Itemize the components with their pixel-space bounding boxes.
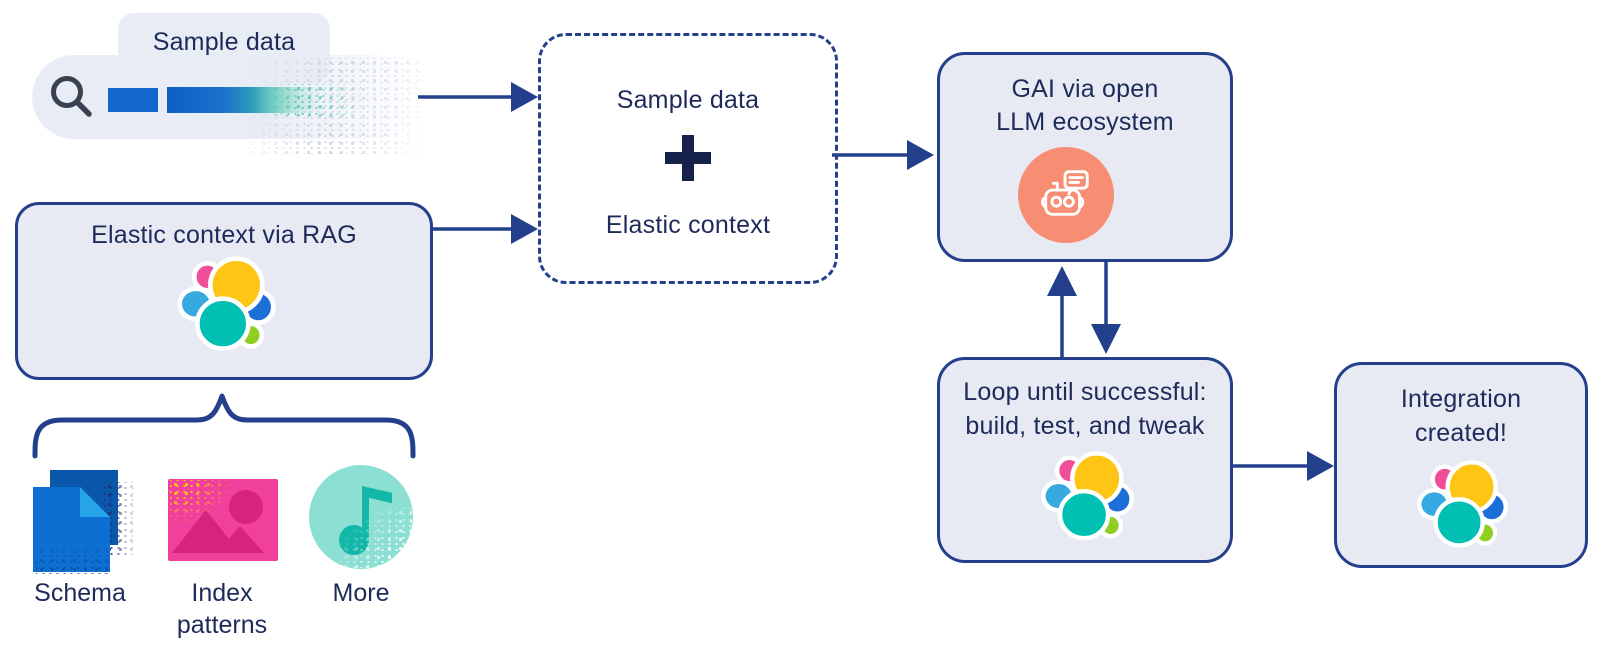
arrow-loop-to-gai-up [1047, 266, 1077, 357]
source-label-index-patterns: Index patterns [176, 579, 268, 639]
gai-box: GAI via open LLM ecosystem [937, 52, 1233, 262]
loop-title-line2: build, test, and tweak [965, 412, 1205, 440]
arrow-loop-to-integration [1233, 451, 1334, 481]
source-label-more: More [332, 579, 390, 607]
arrow-context-to-combine [433, 214, 538, 244]
plus-icon: + [665, 135, 711, 181]
robot-glyph [1037, 164, 1095, 222]
search-icon [51, 76, 92, 117]
combine-bottom-label: Elastic context [605, 211, 771, 239]
music-note-icon [309, 465, 413, 569]
combine-box: Sample data + Elastic context [538, 33, 838, 284]
arrow-gai-to-loop-down [1091, 262, 1121, 354]
loop-title-line1: Loop until successful: [963, 378, 1207, 406]
sample-data-label: Sample data [152, 28, 296, 56]
robot-chat-icon [1018, 147, 1114, 243]
loop-box: Loop until successful: build, test, and … [937, 357, 1233, 563]
integration-title-line1: Integration [1400, 385, 1522, 413]
combine-top-label: Sample data [616, 86, 760, 114]
integration-box: Integration created! [1334, 362, 1588, 568]
arrow-combine-to-gai [832, 140, 934, 170]
plus-operator: + [664, 134, 665, 135]
data-bar-long [167, 87, 321, 113]
gai-title-line2: LLM ecosystem [996, 108, 1174, 136]
elastic-logo [175, 255, 279, 359]
elastic-logo [1039, 450, 1137, 548]
elastic-context-title: Elastic context via RAG [91, 221, 357, 249]
source-label-schema: Schema [34, 579, 126, 607]
arrow-sample-to-combine [418, 82, 538, 112]
elastic-logo [1415, 459, 1511, 555]
curly-brace [32, 393, 416, 459]
integration-title-line2: created! [1415, 419, 1507, 447]
image-sun [229, 490, 263, 524]
elastic-context-box: Elastic context via RAG [15, 202, 433, 380]
data-bar-short [108, 88, 158, 112]
gai-title-line1: GAI via open [1011, 75, 1159, 103]
